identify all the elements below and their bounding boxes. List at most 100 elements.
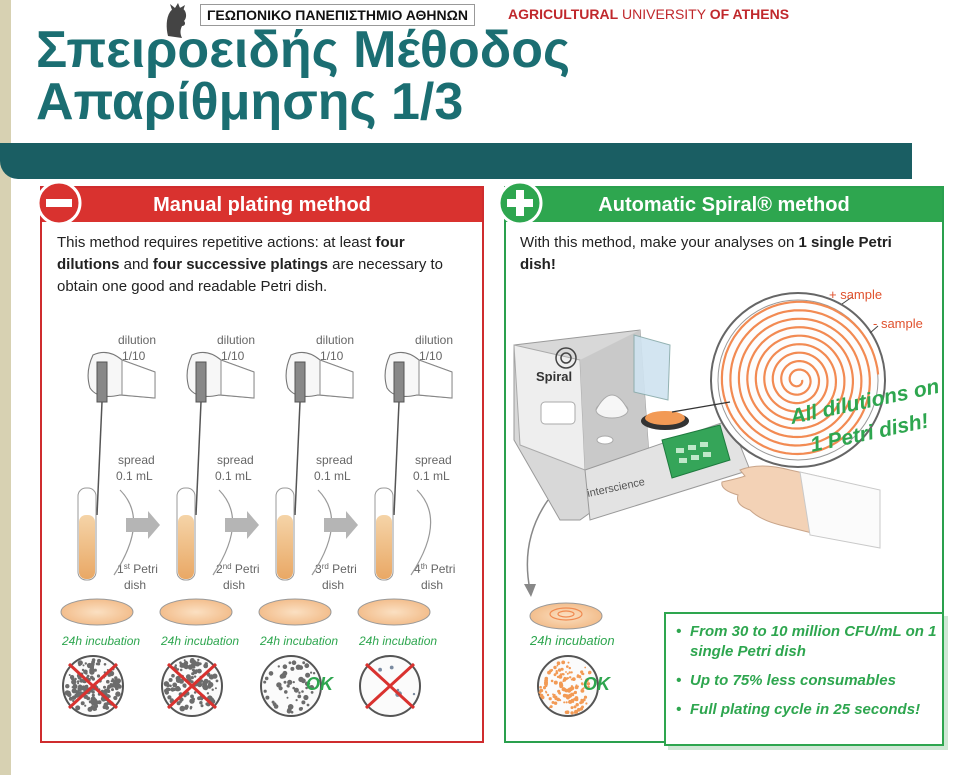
spiral-colony [580,678,583,680]
dilution-ratio: 1/10 [122,349,146,363]
dilution-ratio: 1/10 [320,349,344,363]
spiral-colony [568,671,571,674]
spiral-colony [568,694,572,698]
benefit-item: From 30 to 10 million CFU/mL on 1 single… [676,622,942,662]
colony-plate [260,655,322,717]
left-decor-bar [0,0,11,775]
spiral-colony [566,677,570,680]
spiral-colony [564,710,569,714]
manual-method-panel: Manual plating method [40,186,484,743]
spiral-colony [581,683,584,686]
spiral-colony [555,671,559,675]
spiral-colony [561,687,566,691]
manual-method-header: Manual plating method [42,188,482,222]
spread-label: spread [415,453,452,467]
spiral-colony [566,665,569,668]
spiral-colony [573,705,577,709]
minus-sample-label: - sample [873,316,923,331]
spiral-colony [579,707,584,711]
spiral-colony [548,697,552,701]
incubation-label: 24h incubation [259,634,338,648]
next-arrow-icon [225,511,259,539]
spiral-plater-device: Spiral interscience [513,329,751,521]
spiral-colony [556,664,559,667]
dilution-step-1: 1st Petri [60,351,160,717]
spiral-colony [574,699,577,701]
plus-sample-label: + sample [829,287,882,302]
dilution-label: dilution [316,333,354,347]
spiral-colony [563,701,566,704]
spiral-colony [550,668,554,672]
petri-dish-label: dish [322,578,344,592]
spiral-colony [583,695,588,699]
spiral-colony [550,679,554,683]
spiral-colony [562,678,567,682]
spiral-colony [578,675,582,679]
spiral-incubation-label: 24h incubation [529,633,615,648]
spiral-colony [573,711,577,714]
spiral-colony-plate [537,655,599,717]
spiral-colony [545,690,547,693]
spiral-colony [564,689,568,693]
benefit-item: Up to 75% less consumables [676,671,942,691]
spiral-dish-small [529,602,603,630]
spiral-colony [553,673,557,677]
spiral-colony [549,706,551,709]
spiral-colony [581,673,584,675]
university-name-greek: ΓΕΩΠΟΝΙΚΟ ΠΑΝΕΠΙΣΤΗΜΙΟ ΑΘΗΝΩΝ [200,4,475,26]
ok-label: OK [306,674,335,694]
next-arrow-icon [126,511,160,539]
petri-dish-icon [258,598,332,626]
spiral-colony [565,671,567,673]
spiral-colony [571,685,574,689]
spiral-colony [567,661,570,664]
page-title: Σπειροειδής Μέθοδος Απαρίθμησης 1/3 [36,24,570,128]
spiral-colony [568,666,571,670]
spiral-colony [541,695,545,700]
spiral-colony [582,698,586,702]
spiral-colony [553,701,558,705]
petri-dish-icon [159,598,233,626]
spiral-colony [560,667,564,671]
title-underline-bar [0,143,912,179]
spiral-colony [588,670,592,675]
spread-label: spread [118,453,155,467]
petri-dish-label: dish [421,578,443,592]
spiral-colony [546,693,550,697]
spiral-colony [575,703,579,707]
volume-label: 0.1 mL [314,469,351,483]
spiral-colony [587,685,590,689]
athena-head-logo [160,2,192,40]
spiral-colony [565,701,568,704]
spiral-colony [570,678,573,681]
volume-label: 0.1 mL [116,469,153,483]
benefit-item: Full plating cycle in 25 seconds! [676,700,942,720]
dilution-step-2: 2nd Petri [159,351,260,717]
spiral-intro-text: With this method, make your analyses on … [520,234,892,273]
spiral-colony [570,706,574,710]
petri-dish-label: dish [124,578,146,592]
dilution-label: dilution [217,333,255,347]
spiral-colony [565,677,568,679]
spiral-colony [559,673,563,676]
spiral-colony [579,701,583,705]
spiral-dish-large [671,292,886,468]
spiral-colony [569,676,572,679]
spiral-colony [539,685,542,689]
spiral-colony [561,660,566,665]
spiral-colony [553,680,558,685]
spiral-device-label: Spiral [536,369,572,384]
spiral-colony [568,701,571,704]
spread-label: spread [316,453,353,467]
spiral-colony [580,670,584,674]
petri-dish-label: dish [223,578,245,592]
spiral-colony [572,692,575,695]
spiral-colony [557,668,562,672]
spiral-colony [553,696,556,699]
spiral-colony [556,661,561,665]
incubation-label: 24h incubation [160,634,239,648]
petri-dish-icon [60,598,134,626]
spiral-colony [544,676,549,681]
